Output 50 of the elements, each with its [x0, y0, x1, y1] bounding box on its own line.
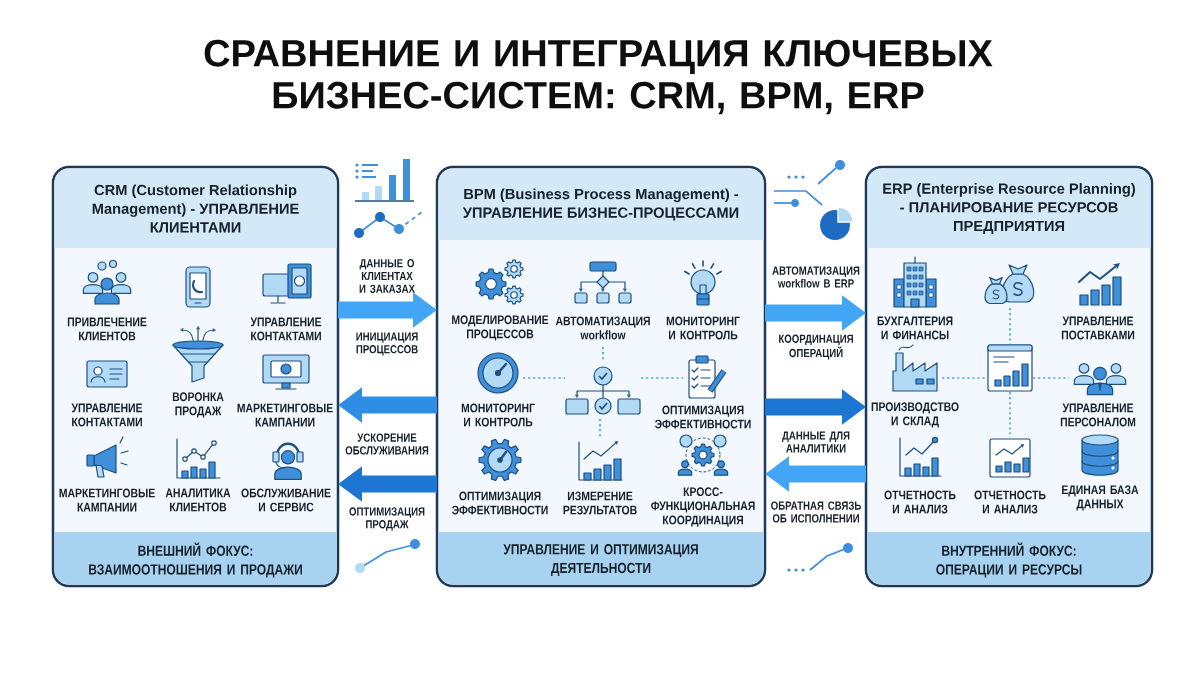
- dotted-line: [599, 418, 601, 438]
- title: СРАВНЕНИЕ И ИНТЕГРАЦИЯ КЛЮЧЕВЫХ БИЗНЕС-СИСТЕМ: CRM, BPM, ERP: [204, 39, 993, 115]
- node-label: МОНИТОРИНГ И КОНТРОЛЬ: [461, 403, 535, 427]
- node-label: МОНИТОРИНГ И КОНТРОЛЬ: [666, 316, 740, 340]
- edge-label: ИНИЦИАЦИЯ ПРОЦЕССОВ: [356, 332, 418, 356]
- text-label: ОБРАТНАЯ СВЯЗЬ ОБ ИСПОЛНЕНИИ: [771, 501, 861, 523]
- node-label: ОБСЛУЖИВАНИЕ И СЕРВИС: [241, 488, 331, 512]
- header-band: CRM (Customer Relationship Management) - УПРАВЛЕНИЕ КЛИЕНТАМИ: [54, 168, 337, 248]
- node-label: ОТЧЕТНОСТЬ И АНАЛИЗ: [884, 490, 956, 514]
- node-label: ИЗМЕРЕНИЕ РЕЗУЛЬТАТОВ: [563, 491, 637, 515]
- node-label: ОТЧЕТНОСТЬ И АНАЛИЗ: [974, 490, 1046, 514]
- node-label: МОДЕЛИРОВАНИЕ ПРОЦЕССОВ: [452, 315, 549, 341]
- node-label: ОПТИМИЗАЦИЯ ЭФФЕКТИВНОСТИ: [452, 491, 548, 515]
- header-band: ERP (Enterprise Resource Planning) - ПЛАНИРОВАНИЕ РЕСУРСОВ ПРЕДПРИЯТИЯ: [867, 168, 1151, 248]
- header-band: BPM (Business Process Management) - УПРАВЛЕНИЕ БИЗНЕС-ПРОЦЕССАМИ: [438, 168, 764, 240]
- node-label: УПРАВЛЕНИЕ ПЕРСОНАЛОМ: [1060, 403, 1136, 427]
- node-label: КРОСС-ФУНКЦИОНАЛЬНАЯ КООРДИНАЦИЯ: [651, 487, 755, 527]
- node-label: ВОРОНКА ПРОДАЖ: [172, 392, 224, 418]
- dotted-line: [522, 377, 566, 379]
- dotted-line: [1009, 391, 1011, 435]
- footer-band: ВНУТРЕННИЙ ФОКУС: ОПЕРАЦИИ И РЕСУРСЫ: [867, 532, 1151, 585]
- edge-label: КООРДИНАЦИЯ ОПЕРАЦИЙ: [779, 334, 853, 360]
- phone-icon: [185, 266, 211, 308]
- dotted-line: [1009, 307, 1011, 345]
- node-label: ПРИВЛЕЧЕНИЕ КЛИЕНТОВ: [67, 317, 147, 341]
- dotted-line: [640, 377, 684, 379]
- text-label: ОПТИМИЗАЦИЯ ПРОДАЖ: [349, 507, 425, 531]
- node-label: АВТОМАТИЗАЦИЯ workflow: [555, 316, 650, 340]
- edge-label: АВТОМАТИЗАЦИЯ workflow В ERP: [772, 266, 860, 288]
- node-label: БУХГАЛТЕРИЯ И ФИНАНСЫ: [877, 316, 953, 340]
- dotted-line: [1032, 377, 1070, 379]
- footer-band: УПРАВЛЕНИЕ И ОПТИМИЗАЦИЯ ДЕЯТЕЛЬНОСТИ: [438, 532, 764, 585]
- node-label: УПРАВЛЕНИЕ КОНТАКТАМИ: [71, 403, 143, 427]
- dotted-line: [602, 346, 604, 362]
- footer-band: ВНЕШНИЙ ФОКУС: ВЗАИМООТНОШЕНИЯ И ПРОДАЖИ: [54, 532, 337, 585]
- node-label: МАРКЕТИНГОВЫЕ КАМПАНИИ: [237, 403, 333, 427]
- node-label: УПРАВЛЕНИЕ ПОСТАВКАМИ: [1061, 316, 1135, 340]
- edge-label: ДАННЫЕ О КЛИЕНТАХ И ЗАКАЗАХ: [359, 259, 415, 293]
- node-label: МАРКЕТИНГОВЫЕ КАМПАНИИ: [59, 488, 155, 512]
- node-label: УПРАВЛЕНИЕ КОНТАКТАМИ: [250, 317, 322, 341]
- edge-label: ДАННЫЕ ДЛЯ АНАЛИТИКИ: [782, 431, 850, 453]
- node-label: ОПТИМИЗАЦИЯ ЭФФЕКТИВНОСТИ: [655, 405, 751, 429]
- dotted-line: [941, 377, 988, 379]
- node-label: ЕДИНАЯ БАЗА ДАННЫХ: [1062, 485, 1139, 511]
- flowchart-icon: [565, 366, 641, 415]
- dashboard-icon: [987, 344, 1033, 392]
- node-label: ПРОИЗВОДСТВО И СКЛАД: [871, 402, 959, 428]
- money-bags-icon: [984, 264, 1035, 305]
- edge-label: УСКОРЕНИЕ ОБСЛУЖИВАНИЯ: [345, 433, 429, 455]
- node-label: АНАЛИТИКА КЛИЕНТОВ: [165, 488, 231, 512]
